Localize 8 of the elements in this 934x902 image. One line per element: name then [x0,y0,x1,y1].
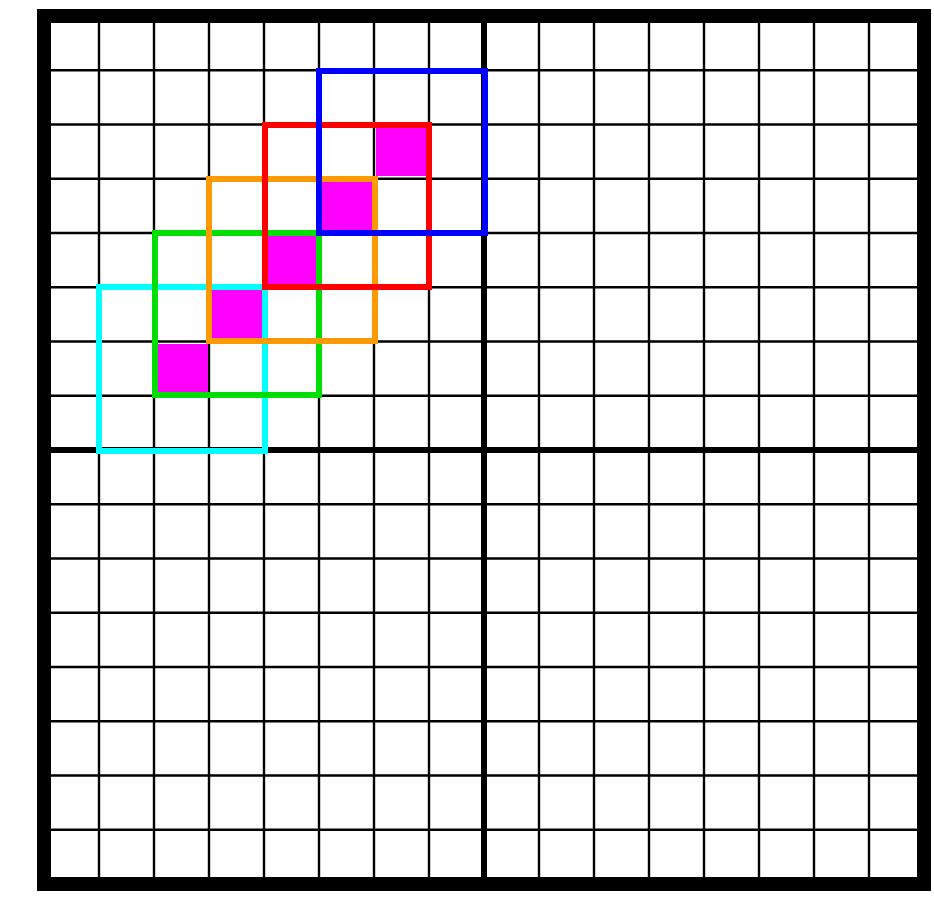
square-outline [96,284,267,453]
square-outline [261,121,432,291]
square-outline [151,230,322,399]
highlighted-cell [376,126,427,177]
highlighted-cell [156,343,207,394]
square-outline [206,175,377,345]
highlighted-cell [211,289,262,340]
square-outline [316,67,487,236]
